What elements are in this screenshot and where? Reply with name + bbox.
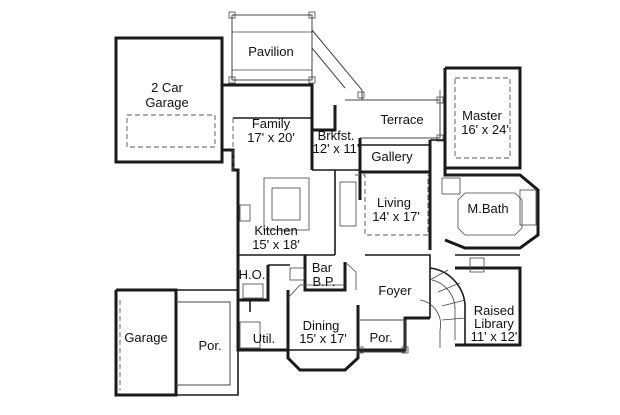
kitchen-size: 15' x 18' [252, 237, 300, 252]
home-office-label: H.O. [239, 267, 266, 282]
master-bath-label: M.Bath [467, 201, 508, 216]
master-label: Master [462, 108, 502, 123]
breakfast-size: 12' x 11' [313, 141, 360, 156]
foyer-label: Foyer [378, 283, 412, 298]
utility-label: Util. [253, 331, 275, 346]
dining-size: 15' x 17' [299, 331, 347, 346]
living-size: 14' x 17' [372, 209, 420, 224]
terrace-label: Terrace [380, 112, 423, 127]
family-size: 17' x 20' [247, 130, 295, 145]
master-size: 16' x 24' [461, 122, 509, 137]
gallery-label: Gallery [371, 149, 413, 164]
butler-pantry-label: B.P. [313, 274, 336, 289]
porch-front-label: Por. [369, 330, 392, 345]
living-label: Living [377, 195, 411, 210]
dining-label: Dining [303, 318, 340, 333]
pavilion-label: Pavilion [248, 44, 294, 59]
raised-library-label-line2: Library [474, 316, 514, 331]
garage-label: Garage [124, 330, 167, 345]
kitchen-label: Kitchen [254, 223, 297, 238]
bar-label: Bar [312, 260, 333, 275]
two-car-garage-label-line1: 2 Car [151, 80, 183, 95]
raised-library-label-line1: Raised [474, 303, 514, 318]
family-label: Family [252, 116, 291, 131]
porch-left-label: Por. [198, 338, 221, 353]
room-labels: Pavilion 2 Car Garage Family 17' x 20' B… [124, 44, 517, 353]
two-car-garage-label-line2: Garage [145, 95, 188, 110]
floor-plan-walls [114, 11, 540, 397]
raised-library-size: 11' x 12' [471, 329, 518, 344]
breakfast-label: Brkfst. [318, 128, 355, 143]
